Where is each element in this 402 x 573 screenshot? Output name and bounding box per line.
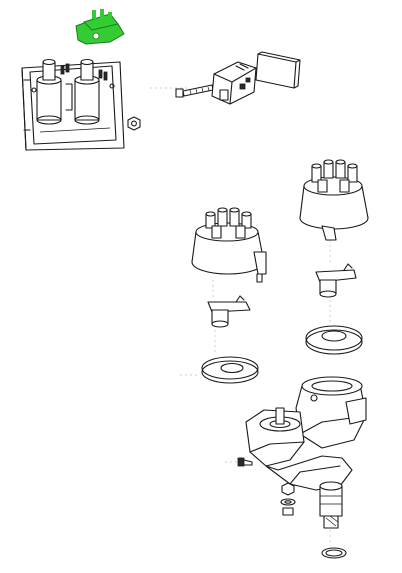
module-bolt[interactable] [175, 84, 214, 98]
rotor-left[interactable] [207, 295, 251, 328]
ignition-coil-pack[interactable] [21, 58, 125, 151]
distributor-assembly[interactable] [245, 376, 367, 529]
guide-lines [150, 87, 331, 545]
distributor-small-screw[interactable] [237, 457, 253, 467]
dust-shield-right[interactable] [305, 325, 363, 355]
highlighted-bracket[interactable] [75, 9, 125, 45]
rotor-right[interactable] [315, 263, 357, 298]
drive-gear-hardware[interactable] [280, 482, 296, 516]
coil-mounting-nut[interactable] [127, 116, 141, 131]
o-ring-seal[interactable] [321, 547, 347, 559]
distributor-cap-right[interactable] [299, 159, 369, 241]
module-heat-pad[interactable] [255, 51, 301, 89]
ignition-control-module[interactable] [211, 61, 257, 105]
distributor-cap-left[interactable] [191, 207, 267, 283]
dust-shield-left[interactable] [201, 356, 259, 384]
